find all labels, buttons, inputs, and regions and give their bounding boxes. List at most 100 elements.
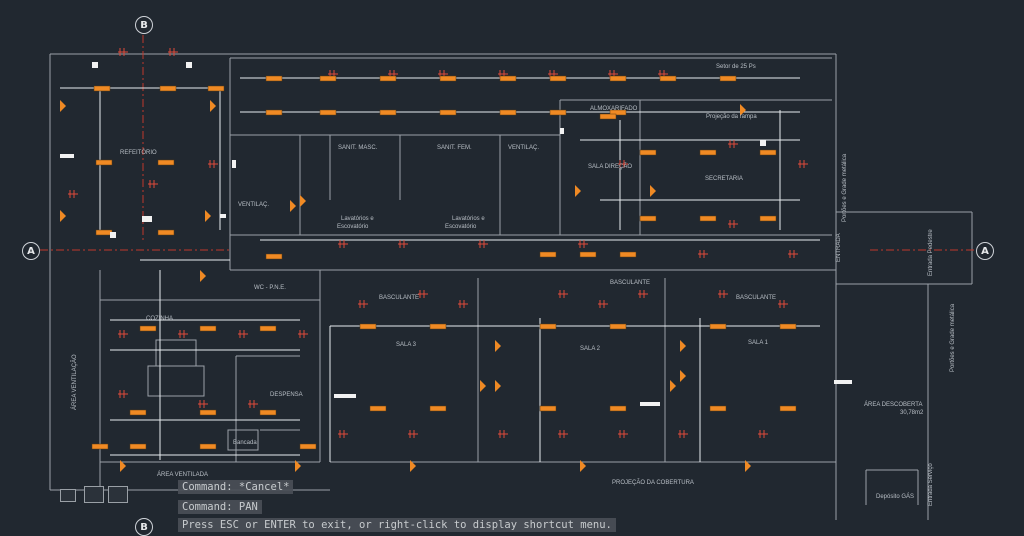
command-history-line-1: Command: *Cancel* [178, 480, 294, 494]
room-label-sala-direcao: SALA DIREÇÃO [588, 164, 633, 170]
room-label-area-ventilada: ÁREA VENTILADA [157, 472, 209, 478]
panel-block [640, 402, 660, 406]
light-fixture [199, 409, 217, 416]
panel-block [92, 62, 98, 68]
outlet-symbol [118, 390, 128, 398]
light-fixture [429, 405, 447, 412]
outlet-symbol [178, 330, 188, 338]
switch-symbol [290, 200, 296, 212]
stove-block [155, 339, 197, 367]
room-label-wc-pne: WC - P.N.E. [254, 285, 286, 291]
room-label-area-descoberta-m2: 30,78m2 [900, 410, 924, 416]
light-fixture [199, 443, 217, 450]
light-fixture [539, 323, 557, 330]
light-fixture [319, 75, 337, 82]
switch-symbol [295, 460, 301, 472]
switch-symbol [210, 100, 216, 112]
viewport-icon-3[interactable] [108, 486, 128, 503]
outlet-symbol [478, 240, 488, 248]
viewport-icon-1[interactable] [60, 489, 76, 502]
light-fixture [599, 113, 617, 120]
room-label-setor: Setor de 25 Ps [716, 64, 756, 70]
outlet-symbol [198, 400, 208, 408]
light-fixture [95, 159, 113, 166]
light-fixture [609, 75, 627, 82]
white-blocks [60, 62, 852, 406]
room-label-rampa: Projeção da rampa [706, 114, 757, 120]
room-label-cozinha: COZINHA [146, 316, 173, 322]
light-fixture [609, 109, 627, 116]
light-fixture [319, 109, 337, 116]
switch-symbol [740, 104, 746, 116]
switch-symbol [650, 185, 656, 197]
light-fixture [539, 405, 557, 412]
room-label-portao-grade: Portões e Grade metálica [842, 153, 848, 222]
room-label-deposito-gas: Depósito GÁS [876, 494, 915, 500]
room-label-sala-2: SALA 2 [580, 346, 601, 352]
outlet-symbol [358, 300, 368, 308]
light-fixture [499, 75, 517, 82]
light-fixture [439, 75, 457, 82]
room-label-refeitorio: REFEITÓRIO [120, 150, 157, 156]
section-marker-b-bottom: B [135, 518, 153, 536]
kitchen-counter [147, 365, 205, 397]
light-fixture [429, 323, 447, 330]
light-fixture [759, 215, 777, 222]
switch-symbol [680, 370, 686, 382]
light-fixture [579, 251, 597, 258]
room-label-sala-3: SALA 3 [396, 342, 417, 348]
switch-symbol [120, 460, 126, 472]
outlet-symbol [398, 240, 408, 248]
light-fixture [499, 109, 517, 116]
outlet-symbol [788, 250, 798, 258]
command-prompt[interactable]: Press ESC or ENTER to exit, or right-cli… [178, 518, 616, 532]
light-fixture [299, 443, 317, 450]
outlet-symbol [618, 430, 628, 438]
light-fixture [157, 229, 175, 236]
room-label-lavatorio-b2: Escovatório [445, 224, 477, 230]
outlet-symbol [698, 250, 708, 258]
viewport-icon-2[interactable] [84, 486, 104, 503]
light-fixture [699, 149, 717, 156]
room-label-sanit-fem: SANIT. FEM. [437, 145, 472, 151]
light-fixture [549, 109, 567, 116]
light-fixture [91, 443, 109, 450]
light-fixture [265, 109, 283, 116]
room-label-area-descoberta: ÁREA DESCOBERTA [864, 402, 923, 408]
panel-block [334, 394, 356, 398]
room-label-bancada: Bancada [233, 440, 257, 446]
light-fixture [259, 325, 277, 332]
switch-symbol [300, 195, 306, 207]
panel-block [560, 128, 564, 134]
light-fixture [157, 159, 175, 166]
light-fixture [639, 215, 657, 222]
outlet-symbol [118, 330, 128, 338]
room-label-lavatorio-a2: Escovatório [337, 224, 369, 230]
floor-plan-walls [49, 53, 973, 520]
panel-block [760, 140, 766, 146]
light-fixture [129, 443, 147, 450]
light-fixture [207, 85, 225, 92]
room-label-area-ventilacao: ÁREA VENTILAÇÃO [72, 354, 78, 410]
room-label-ventilac-1: VENTILAÇ. [508, 145, 540, 151]
room-label-despensa: DESPENSA [270, 392, 303, 398]
light-fixture [779, 323, 797, 330]
section-marker-a-left: A [22, 242, 40, 260]
light-fixture [379, 109, 397, 116]
outlet-symbol [618, 160, 628, 168]
outlet-symbol [578, 240, 588, 248]
switch-symbol [480, 380, 486, 392]
section-marker-a-right: A [976, 242, 994, 260]
light-fixture [359, 323, 377, 330]
light-fixture [95, 229, 113, 236]
room-label-basculante-3: BASCULANTE [736, 295, 777, 301]
outlet-symbol [558, 430, 568, 438]
light-fixture [369, 405, 387, 412]
room-label-ventilac-2: VENTILAÇ. [238, 202, 270, 208]
outlet-symbol [208, 160, 218, 168]
light-fixture [779, 405, 797, 412]
room-label-lavatorio-a: Lavatórios e [341, 216, 374, 222]
switch-symbol [60, 210, 66, 222]
room-label-sala-1: SALA 1 [748, 340, 769, 346]
